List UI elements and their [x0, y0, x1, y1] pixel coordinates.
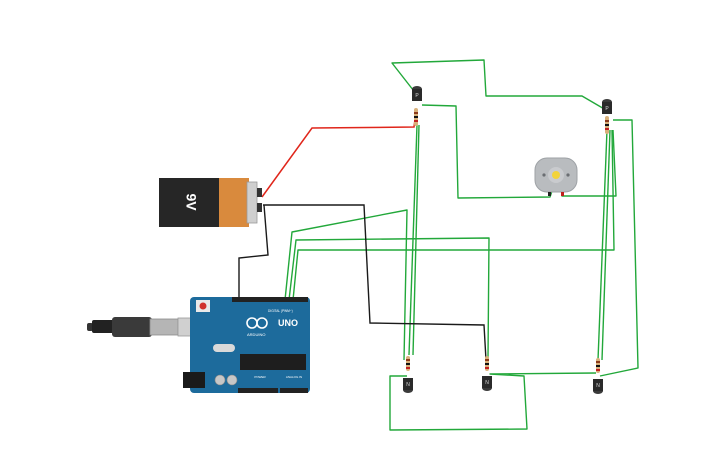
wire-battery-negative[interactable]	[263, 204, 487, 361]
wire-arduino-pin2[interactable]	[288, 237, 490, 359]
digital-header[interactable]	[232, 297, 308, 302]
resistor-bottom-left[interactable]	[406, 356, 410, 371]
arduino-digital-label: DIGITAL (PWM~)	[268, 309, 293, 313]
analog-header[interactable]	[280, 388, 308, 393]
arduino-brand-text: ARDUINO	[247, 332, 265, 337]
arduino-uno-text: UNO	[278, 318, 298, 328]
dc-motor[interactable]	[534, 157, 578, 196]
wire-battery-positive[interactable]	[261, 111, 417, 198]
power-jack[interactable]	[183, 372, 205, 388]
motor-shaft-icon	[552, 171, 560, 179]
battery-label: 9V	[183, 193, 199, 211]
transistor-label: P	[605, 106, 609, 112]
wire-top-loop[interactable]	[391, 59, 607, 111]
wire-pnp2-right[interactable]	[599, 119, 639, 377]
green-wires	[284, 59, 639, 431]
transistor-label: P	[415, 93, 419, 99]
wire-pnp2-down-b[interactable]	[601, 129, 611, 361]
transistor-label: N	[596, 383, 600, 389]
transistor-pnp-top-right[interactable]: P	[602, 99, 612, 114]
arduino-analog-label: ANALOG IN	[286, 375, 302, 379]
wire-pnp1-down-b[interactable]	[412, 124, 420, 356]
arduino-power-label: POWER	[254, 375, 266, 379]
resistor-top-right[interactable]	[605, 116, 609, 134]
arduino-logo-icon	[246, 317, 268, 329]
wire-pnp2-down-a[interactable]	[597, 129, 608, 361]
resistor-bottom-mid[interactable]	[485, 356, 489, 371]
transistor-npn-bottom-mid[interactable]: N	[482, 376, 492, 391]
wire-bottom-loop[interactable]	[389, 372, 597, 431]
wire-arduino-gnd[interactable]	[238, 204, 269, 300]
microcontroller-chip	[240, 354, 306, 370]
wire-arduino-pin3[interactable]	[292, 129, 615, 301]
power-header[interactable]	[238, 388, 278, 393]
arduino-uno-board[interactable]: UNO ARDUINO DIGITAL (PWM~) POWER ANALOG …	[183, 297, 310, 393]
transistor-label: N	[485, 380, 489, 386]
resistor-top-left[interactable]	[414, 108, 418, 126]
wire-pnp1-down-a[interactable]	[408, 124, 418, 356]
usb-cable[interactable]	[87, 317, 193, 337]
transistor-label: N	[406, 382, 410, 388]
transistor-npn-bottom-left[interactable]: N	[403, 378, 413, 393]
transistor-pnp-top-left[interactable]: P	[412, 86, 422, 101]
wire-pnp1-to-motor[interactable]	[421, 104, 553, 199]
wire-arduino-pin1[interactable]	[284, 209, 408, 361]
battery-9v[interactable]: 9V	[159, 178, 262, 227]
resistor-bottom-right[interactable]	[596, 358, 600, 373]
transistor-npn-bottom-right[interactable]: N	[593, 379, 603, 394]
